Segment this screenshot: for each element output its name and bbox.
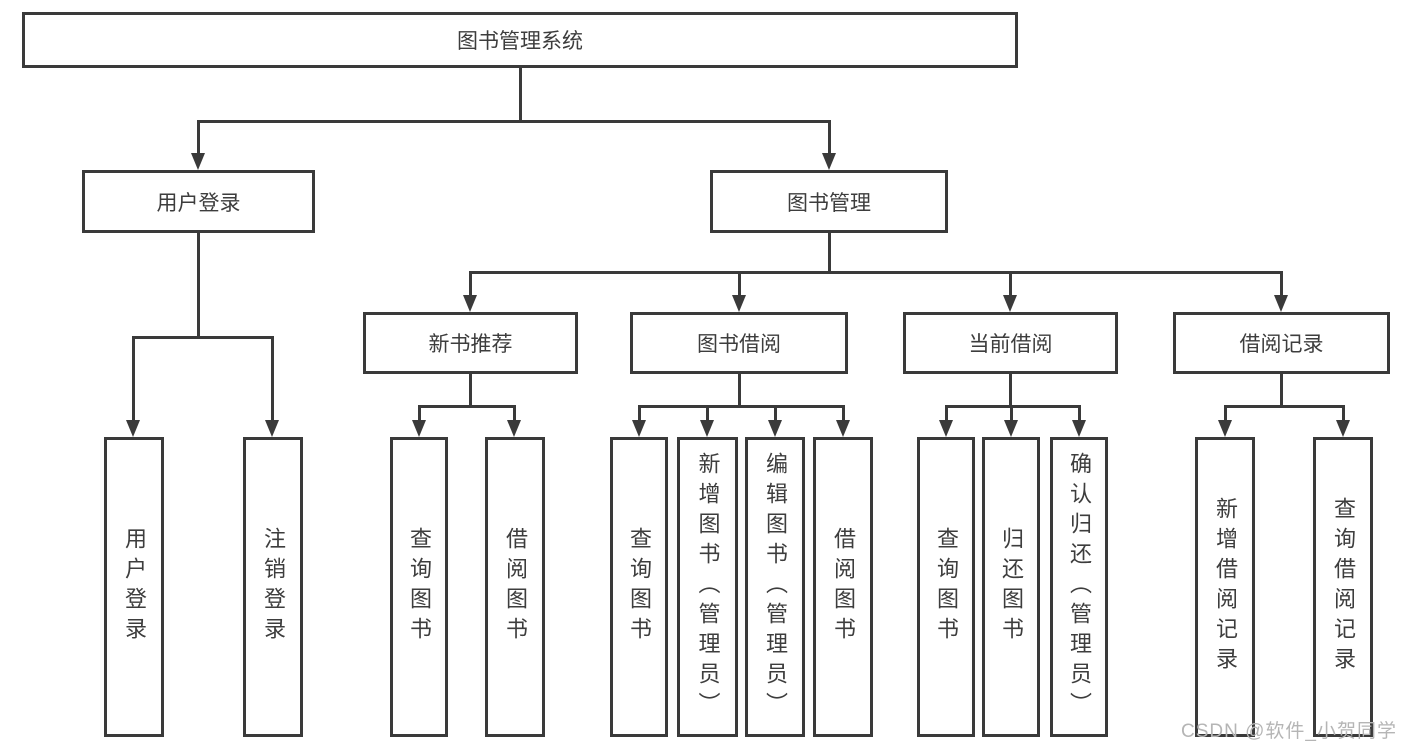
arrowhead-icon (822, 153, 836, 170)
arrowhead-icon (1004, 420, 1018, 437)
connector-line (1009, 271, 1012, 298)
node-new-book-recommendation: 新书推荐 (363, 312, 578, 374)
arrowhead-icon (507, 420, 521, 437)
connector-line (513, 405, 516, 422)
connector-line (418, 405, 421, 422)
node-label: 新书推荐 (428, 333, 513, 356)
node-book-management: 图书管理 (710, 170, 948, 233)
arrowhead-icon (836, 420, 850, 437)
connector-line (738, 374, 741, 408)
leaf-add-borrow-record: 新增借阅记录 (1195, 437, 1255, 737)
leaf-query-books-recommend: 查询图书 (390, 437, 448, 737)
connector-line (469, 271, 1283, 274)
connector-line (197, 120, 831, 123)
arrowhead-icon (1274, 295, 1288, 312)
watermark: CSDN @软件_小贺同学 (1181, 721, 1397, 742)
arrowhead-icon (732, 295, 746, 312)
leaf-label: 查询图书 (407, 527, 432, 647)
arrowhead-icon (265, 420, 279, 437)
leaf-label: 查询借阅记录 (1331, 497, 1356, 677)
arrowhead-icon (939, 420, 953, 437)
connector-line (828, 120, 831, 154)
leaf-logout: 注销登录 (243, 437, 303, 737)
node-book-borrowing: 图书借阅 (630, 312, 848, 374)
connector-line (132, 336, 135, 421)
arrowhead-icon (1072, 420, 1086, 437)
node-user-login: 用户登录 (82, 170, 315, 233)
node-borrowing-records: 借阅记录 (1173, 312, 1390, 374)
leaf-label: 确认归还（管理员） (1067, 452, 1092, 722)
leaf-label: 借阅图书 (503, 527, 528, 647)
leaf-borrow-books-recommend: 借阅图书 (485, 437, 545, 737)
connector-line (738, 271, 741, 298)
leaf-label: 编辑图书（管理员） (763, 452, 788, 722)
arrowhead-icon (463, 295, 477, 312)
connector-line (945, 405, 1081, 408)
node-root-system: 图书管理系统 (22, 12, 1018, 68)
node-label: 图书管理系统 (457, 30, 583, 53)
connector-line (519, 68, 522, 123)
arrowhead-icon (700, 420, 714, 437)
leaf-user-login: 用户登录 (104, 437, 164, 737)
leaf-borrow-books: 借阅图书 (813, 437, 873, 737)
leaf-label: 查询图书 (627, 527, 652, 647)
node-label: 用户登录 (156, 191, 241, 215)
connector-line (132, 336, 274, 339)
leaf-query-borrow-record: 查询借阅记录 (1313, 437, 1373, 737)
leaf-label: 新增图书（管理员） (695, 452, 721, 722)
connector-line (1342, 405, 1345, 422)
connector-line (706, 405, 709, 422)
arrowhead-icon (1336, 420, 1350, 437)
leaf-return-books: 归还图书 (982, 437, 1040, 737)
connector-line (271, 336, 274, 421)
connector-line (1224, 405, 1227, 422)
connector-line (638, 405, 845, 408)
connector-line (842, 405, 845, 422)
leaf-label: 新增借阅记录 (1213, 497, 1238, 677)
node-label: 图书管理 (787, 191, 871, 215)
connector-line (1224, 405, 1345, 408)
node-current-borrowing: 当前借阅 (903, 312, 1118, 374)
leaf-confirm-return-admin: 确认归还（管理员） (1050, 437, 1108, 737)
connector-line (1280, 271, 1283, 298)
connector-line (774, 405, 777, 422)
leaf-label: 用户登录 (122, 527, 147, 647)
connector-line (1010, 405, 1013, 422)
connector-line (638, 405, 641, 422)
connector-line (1280, 374, 1283, 408)
arrowhead-icon (191, 153, 205, 170)
arrowhead-icon (768, 420, 782, 437)
connector-line (469, 271, 472, 298)
connector-line (418, 405, 516, 408)
leaf-query-books-current: 查询图书 (917, 437, 975, 737)
leaf-label: 查询图书 (934, 527, 959, 647)
arrowhead-icon (1218, 420, 1232, 437)
leaf-query-books-borrow: 查询图书 (610, 437, 668, 737)
connector-line (828, 233, 831, 274)
leaf-label: 注销登录 (261, 527, 286, 647)
leaf-add-books-admin: 新增图书（管理员） (677, 437, 738, 737)
arrowhead-icon (1003, 295, 1017, 312)
node-label: 图书借阅 (697, 333, 781, 356)
leaf-label: 归还图书 (999, 527, 1024, 647)
leaf-edit-books-admin: 编辑图书（管理员） (745, 437, 805, 737)
node-label: 当前借阅 (968, 333, 1053, 356)
arrowhead-icon (126, 420, 140, 437)
connector-line (1078, 405, 1081, 422)
connector-line (1009, 374, 1012, 408)
leaf-label: 借阅图书 (831, 527, 856, 647)
connector-line (469, 374, 472, 408)
connector-line (197, 120, 200, 154)
arrowhead-icon (632, 420, 646, 437)
arrowhead-icon (412, 420, 426, 437)
connector-line (197, 233, 200, 339)
node-label: 借阅记录 (1239, 333, 1324, 356)
connector-line (945, 405, 948, 422)
